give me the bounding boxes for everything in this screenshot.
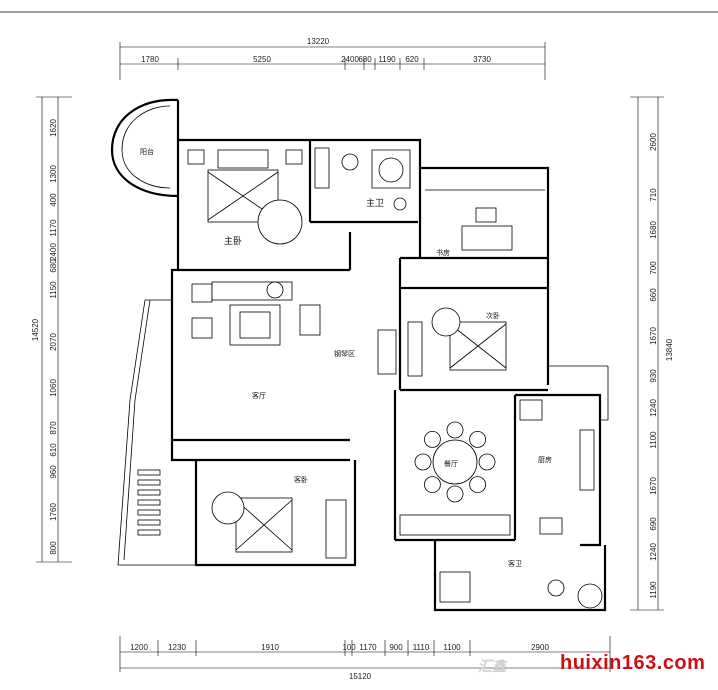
terrace-rack-slat bbox=[137, 499, 161, 506]
room-label-kitchen: 厨房 bbox=[538, 455, 552, 464]
dim-left-seg: 1760 bbox=[49, 503, 58, 521]
dining-chair bbox=[446, 421, 464, 439]
dim-left-seg: 800 bbox=[49, 541, 58, 555]
dim-right-seg: 930 bbox=[649, 369, 658, 383]
dim-left-seg: 1170 bbox=[49, 219, 58, 237]
dining-chair bbox=[414, 453, 432, 471]
dim-right-total: 13840 bbox=[665, 338, 674, 361]
room-label-piano: 钢琴区 bbox=[334, 349, 355, 358]
terrace-rack-slat bbox=[137, 519, 161, 526]
terrace-rack-slat bbox=[137, 529, 161, 536]
dimension-chain-bottom: 1200 1230 1910 100 1170 900 1110 1100 29… bbox=[119, 636, 611, 681]
dim-right-seg: 660 bbox=[649, 288, 658, 302]
room-label-second-bedroom: 次卧 bbox=[486, 311, 500, 320]
dim-left-seg: 2070 bbox=[49, 333, 58, 351]
dining-chair bbox=[469, 476, 487, 494]
dim-left-seg: 610 bbox=[49, 443, 58, 457]
dining-chair bbox=[469, 430, 487, 448]
room-label-guest-bath: 客卫 bbox=[508, 559, 522, 568]
dim-bottom-seg: 1100 bbox=[443, 643, 461, 652]
furniture bbox=[137, 147, 603, 609]
dim-right-seg: 1680 bbox=[649, 221, 658, 239]
dim-bottom-seg: 1200 bbox=[130, 643, 148, 652]
balcony-outer-wall bbox=[110, 98, 179, 198]
dim-right-seg: 1670 bbox=[649, 327, 658, 345]
dim-bottom-seg: 1230 bbox=[168, 643, 186, 652]
study-desk bbox=[461, 225, 513, 251]
dim-left-seg: 1150 bbox=[49, 281, 58, 299]
dim-left-seg: 1620 bbox=[49, 119, 58, 137]
room-label-guest-bedroom: 客卧 bbox=[294, 475, 308, 484]
dimension-chain-right: 13840 2600 710 1680 700 660 1670 930 124… bbox=[630, 96, 674, 611]
terrace-rack-slat bbox=[137, 509, 161, 516]
room-label-study: 书房 bbox=[436, 248, 450, 257]
dim-bottom-seg: 1910 bbox=[261, 643, 279, 652]
dim-right-seg: 1240 bbox=[649, 543, 658, 561]
dim-top-seg: 2400 bbox=[341, 55, 359, 64]
dim-left-seg: 680 bbox=[49, 259, 58, 273]
dim-right-seg: 690 bbox=[649, 517, 658, 531]
dim-left-total: 14520 bbox=[31, 318, 40, 341]
room-label-dining: 餐厅 bbox=[444, 459, 458, 468]
dim-bottom-seg: 1170 bbox=[359, 643, 377, 652]
dim-left-seg: 400 bbox=[49, 193, 58, 207]
dim-top-seg: 1190 bbox=[378, 55, 396, 64]
dim-right-seg: 1100 bbox=[649, 431, 658, 449]
dim-right-seg: 2600 bbox=[649, 133, 658, 151]
dimension-chain-top: 13220 1780 5250 2400 680 1190 620 3730 bbox=[119, 37, 546, 80]
walls bbox=[110, 98, 609, 612]
dining-chair bbox=[423, 476, 441, 494]
terrace-rack-slat bbox=[137, 489, 161, 496]
dim-top-seg: 3730 bbox=[473, 55, 491, 64]
room-label-master-bath: 主卫 bbox=[366, 197, 384, 209]
watermark-brand: huixin163.com bbox=[560, 652, 706, 674]
dim-left-seg: 1060 bbox=[49, 379, 58, 397]
dining-chair bbox=[423, 430, 441, 448]
dim-left-seg: 1300 bbox=[49, 165, 58, 183]
watermark-ghost: 汇鑫 bbox=[478, 658, 506, 674]
dim-top-total: 13220 bbox=[307, 37, 330, 46]
dim-bottom-total: 15120 bbox=[349, 672, 372, 681]
dimension-chain-left: 14520 1620 1300 400 1170 2400 680 1150 2… bbox=[31, 96, 72, 563]
dim-left-seg: 2400 bbox=[49, 243, 58, 261]
dim-top-seg: 680 bbox=[358, 55, 372, 64]
dining-chair bbox=[446, 485, 464, 503]
dining-table bbox=[432, 439, 478, 485]
dining-chair bbox=[478, 453, 496, 471]
room-label-master-bedroom: 主卧 bbox=[224, 235, 242, 247]
dim-right-seg: 710 bbox=[649, 188, 658, 202]
dim-right-seg: 1670 bbox=[649, 477, 658, 495]
terrace-rack-slat bbox=[137, 469, 161, 476]
dim-right-seg: 1240 bbox=[649, 399, 658, 417]
dim-right-seg: 700 bbox=[649, 261, 658, 275]
dim-bottom-seg: 100 bbox=[342, 643, 356, 652]
dim-bottom-seg: 900 bbox=[389, 643, 403, 652]
dim-left-seg: 870 bbox=[49, 421, 58, 435]
dim-bottom-seg: 1110 bbox=[413, 643, 430, 652]
dim-top-seg: 5250 bbox=[253, 55, 271, 64]
dim-left-seg: 960 bbox=[49, 465, 58, 479]
room-label-living-room: 客厅 bbox=[252, 391, 266, 400]
room-label-balcony: 阳台 bbox=[140, 147, 154, 156]
dim-right-seg: 1190 bbox=[649, 581, 658, 599]
room-labels: 阳台 主卧 主卫 书房 次卧 客厅 钢琴区 餐厅 厨房 客卧 客卫 bbox=[140, 147, 552, 568]
dim-top-seg: 620 bbox=[405, 55, 419, 64]
piano bbox=[377, 329, 397, 375]
terrace-rack-slat bbox=[137, 479, 161, 486]
master-rug bbox=[257, 199, 303, 245]
dim-top-seg: 1780 bbox=[141, 55, 159, 64]
dim-bottom-seg: 2900 bbox=[531, 643, 549, 652]
